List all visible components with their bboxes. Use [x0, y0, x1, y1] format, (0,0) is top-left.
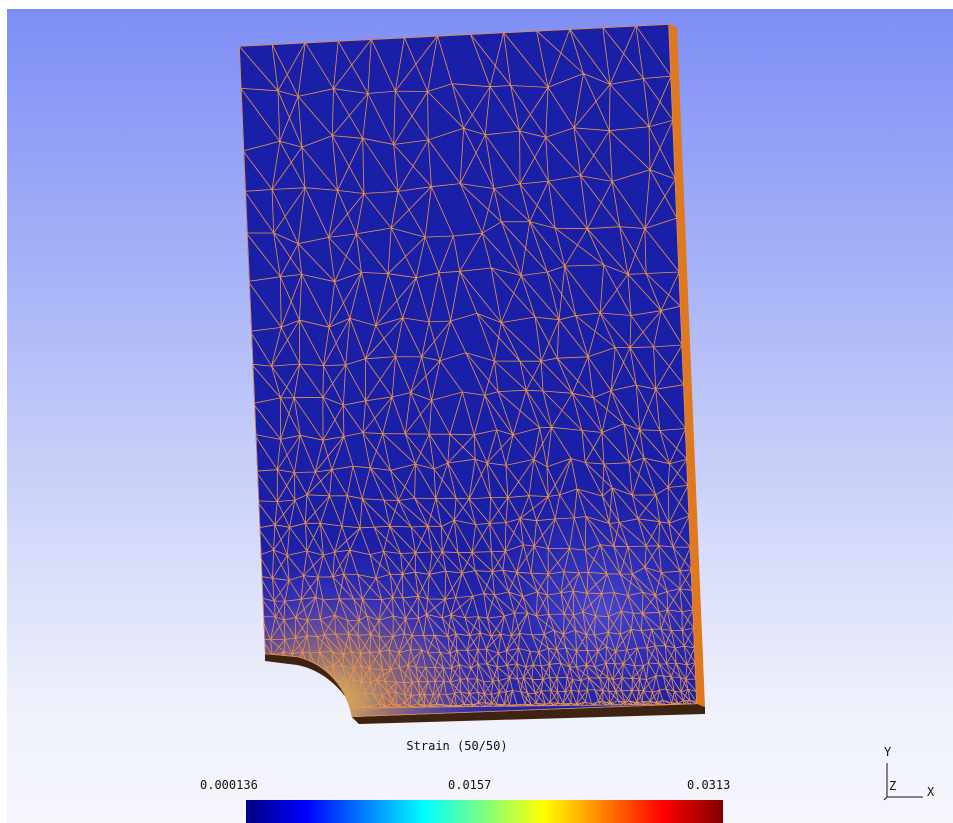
- notch-bottom-face: [265, 654, 359, 724]
- axes-triad-lines: [883, 763, 923, 801]
- colorbar: [246, 800, 723, 823]
- colorbar-min-label: 0.000136: [200, 778, 258, 792]
- plate-side-face: [669, 24, 705, 707]
- legend-title: Strain (50/50): [406, 739, 508, 753]
- mesh-model[interactable]: [7, 9, 953, 823]
- axis-z-label: Z: [889, 779, 897, 793]
- axis-y-label: Y: [884, 745, 892, 759]
- colorbar-mid-label: 0.0157: [448, 778, 492, 792]
- axes-triad: Y Z X: [875, 743, 945, 813]
- axis-x-label: X: [927, 785, 935, 799]
- plate-bottom-face: [352, 704, 705, 724]
- 3d-viewport[interactable]: Strain (50/50) 0.000136 0.0157 0.0313 Y …: [7, 9, 953, 823]
- colorbar-max-label: 0.0313: [687, 778, 731, 792]
